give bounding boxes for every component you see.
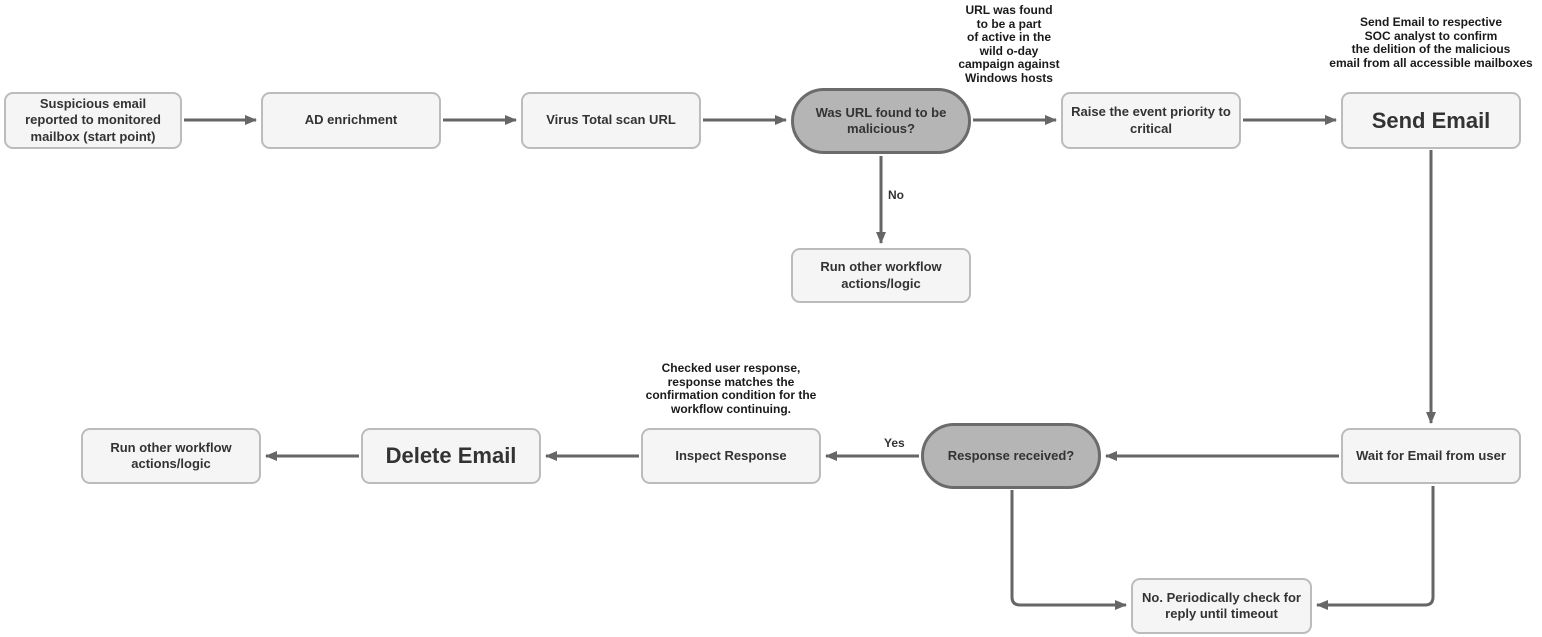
node-start[interactable]: Suspicious email reported to monitored m… bbox=[4, 92, 182, 149]
node-delete-email[interactable]: Delete Email bbox=[361, 428, 541, 484]
node-run-other-workflow-bottom[interactable]: Run other workflow actions/logic bbox=[81, 428, 261, 484]
node-inspect-response[interactable]: Inspect Response bbox=[641, 428, 821, 484]
edge-label-yes: Yes bbox=[882, 436, 907, 450]
node-periodic-check[interactable]: No. Periodically check for reply until t… bbox=[1131, 578, 1312, 634]
node-wait-for-email[interactable]: Wait for Email from user bbox=[1341, 428, 1521, 484]
edge-wait-to-periodic-check bbox=[1316, 486, 1435, 610]
node-virus-total-scan[interactable]: Virus Total scan URL bbox=[521, 92, 701, 149]
node-response-received-decision[interactable]: Response received? bbox=[921, 423, 1101, 489]
edge-response-no-to-periodic-check bbox=[1010, 490, 1127, 610]
node-run-other-workflow-top[interactable]: Run other workflow actions/logic bbox=[791, 248, 971, 303]
inspect-response-note: Checked user response, response matches … bbox=[645, 361, 817, 416]
node-ad-enrichment[interactable]: AD enrichment bbox=[261, 92, 441, 149]
node-url-malicious-decision[interactable]: Was URL found to be malicious? bbox=[791, 88, 971, 154]
node-send-email[interactable]: Send Email bbox=[1341, 92, 1521, 149]
send-email-note: Send Email to respective SOC analyst to … bbox=[1329, 15, 1533, 70]
url-campaign-note: URL was found to be a part of active in … bbox=[958, 3, 1060, 85]
node-raise-priority[interactable]: Raise the event priority to critical bbox=[1061, 92, 1241, 149]
edge-label-no: No bbox=[886, 188, 906, 202]
